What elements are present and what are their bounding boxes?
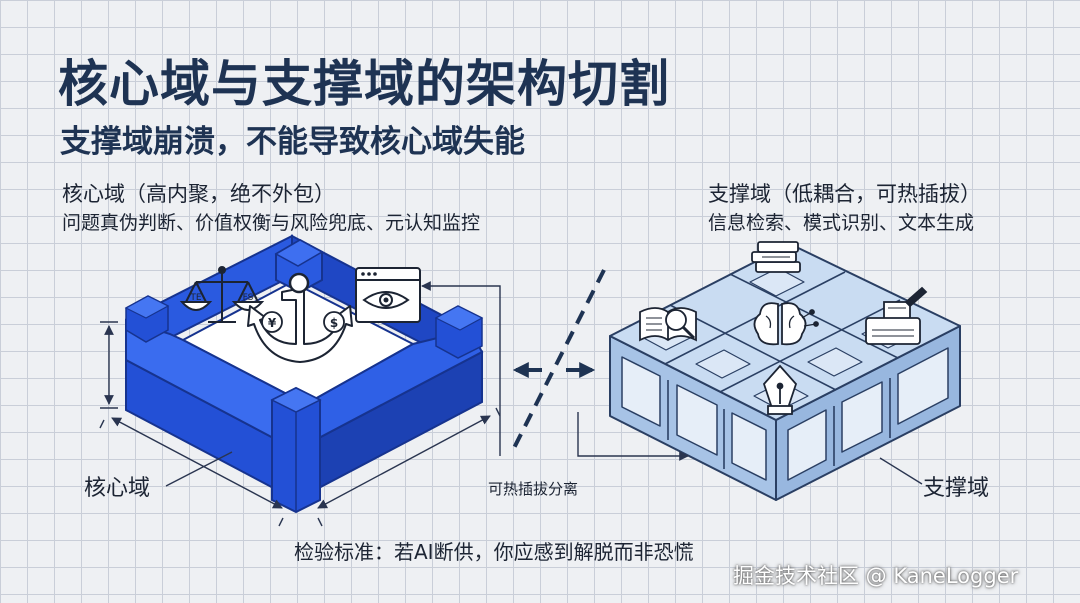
hot-plug-divider	[512, 269, 606, 449]
scale-label-left: TE	[189, 293, 201, 303]
support-callout-leader	[879, 457, 923, 485]
page-title: 核心域与支撑域的架构切割	[58, 55, 670, 113]
scale-label-right: FS	[243, 293, 254, 303]
watermark: 掘金技术社区 @ KaneLogger	[733, 564, 1019, 588]
core-domain-heading: 核心域（高内聚，绝不外包）	[62, 182, 335, 206]
eye-monitor-icon	[355, 267, 421, 323]
validation-criteria: 检验标准：若AI断供，你应感到解脱而非恐慌	[294, 540, 694, 564]
typewriter-icon	[865, 286, 928, 345]
support-connector-line	[577, 412, 689, 461]
support-domain-description: 信息检索、模式识别、文本生成	[708, 212, 975, 234]
magnifier-book-icon	[639, 307, 697, 342]
support-domain-heading: 支撑域（低耦合，可热插拔）	[708, 182, 981, 206]
yen-coin-icon: ¥	[268, 316, 277, 330]
support-domain-callout: 支撑域	[923, 476, 990, 501]
core-domain-callout: 核心域	[84, 476, 151, 501]
hot-plug-label: 可热插拔分离	[488, 480, 579, 498]
brain-icon	[753, 302, 819, 346]
core-callout-leader	[165, 451, 233, 487]
dollar-coin-icon: $	[330, 316, 338, 330]
core-connector-line	[421, 281, 501, 456]
page-subtitle: 支撑域崩溃，不能导致核心域失能	[60, 124, 525, 160]
scales-icon	[179, 266, 265, 323]
anchor-icon	[247, 272, 353, 363]
core-dimension-lines	[99, 321, 501, 527]
fountain-pen-icon	[762, 364, 798, 415]
books-icon	[751, 241, 801, 273]
core-domain-description: 问题真伪判断、价值权衡与风险兜底、元认知监控	[62, 212, 481, 234]
